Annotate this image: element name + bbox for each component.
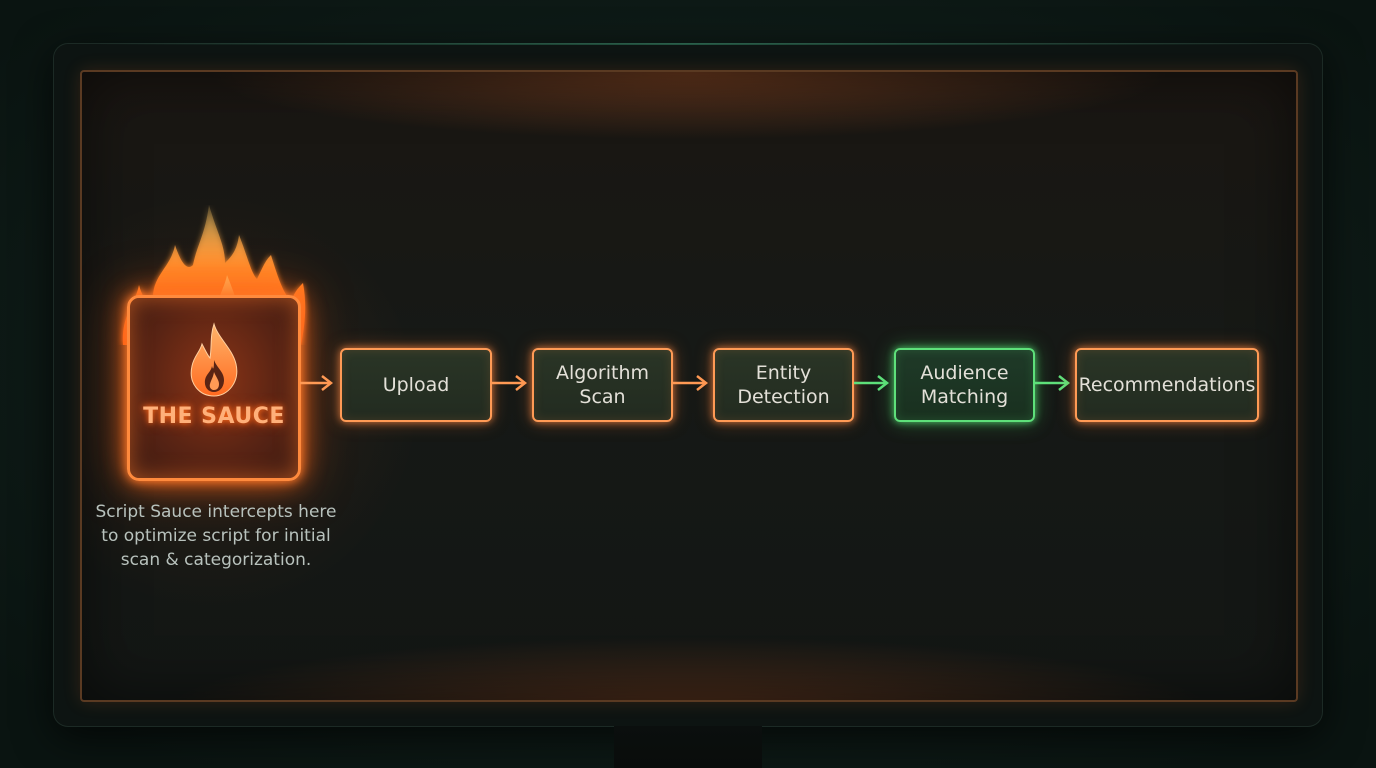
arrow-right-icon	[492, 375, 528, 391]
monitor-stand	[614, 726, 762, 768]
sauce-note: Script Sauce intercepts here to optimize…	[95, 502, 337, 570]
sauce-box[interactable]: THE SAUCE	[127, 295, 301, 481]
step-label: Recommendations	[1078, 374, 1256, 396]
sauce-block: THE SAUCE	[122, 205, 306, 481]
step-label: Upload	[382, 374, 450, 396]
step-label: Algorithm Scan	[555, 362, 650, 408]
step-upload[interactable]: Upload	[340, 348, 492, 422]
arrow-right-icon	[1035, 375, 1071, 391]
sauce-title: THE SAUCE	[143, 404, 285, 429]
arrow-right-icon	[300, 375, 334, 391]
step-recommendations[interactable]: Recommendations	[1075, 348, 1259, 422]
arrow-right-icon	[854, 375, 890, 391]
step-label: Entity Detection	[737, 362, 830, 408]
step-entity-detection[interactable]: Entity Detection	[713, 348, 854, 422]
screen: THE SAUCE Script Sauce intercepts here t…	[80, 70, 1298, 702]
step-label: Audience Matching	[920, 362, 1009, 408]
flame-icon	[190, 322, 238, 397]
step-algorithm-scan[interactable]: Algorithm Scan	[532, 348, 673, 422]
monitor-frame: THE SAUCE Script Sauce intercepts here t…	[54, 43, 1322, 726]
step-audience-matching[interactable]: Audience Matching	[894, 348, 1035, 422]
arrow-right-icon	[673, 375, 709, 391]
